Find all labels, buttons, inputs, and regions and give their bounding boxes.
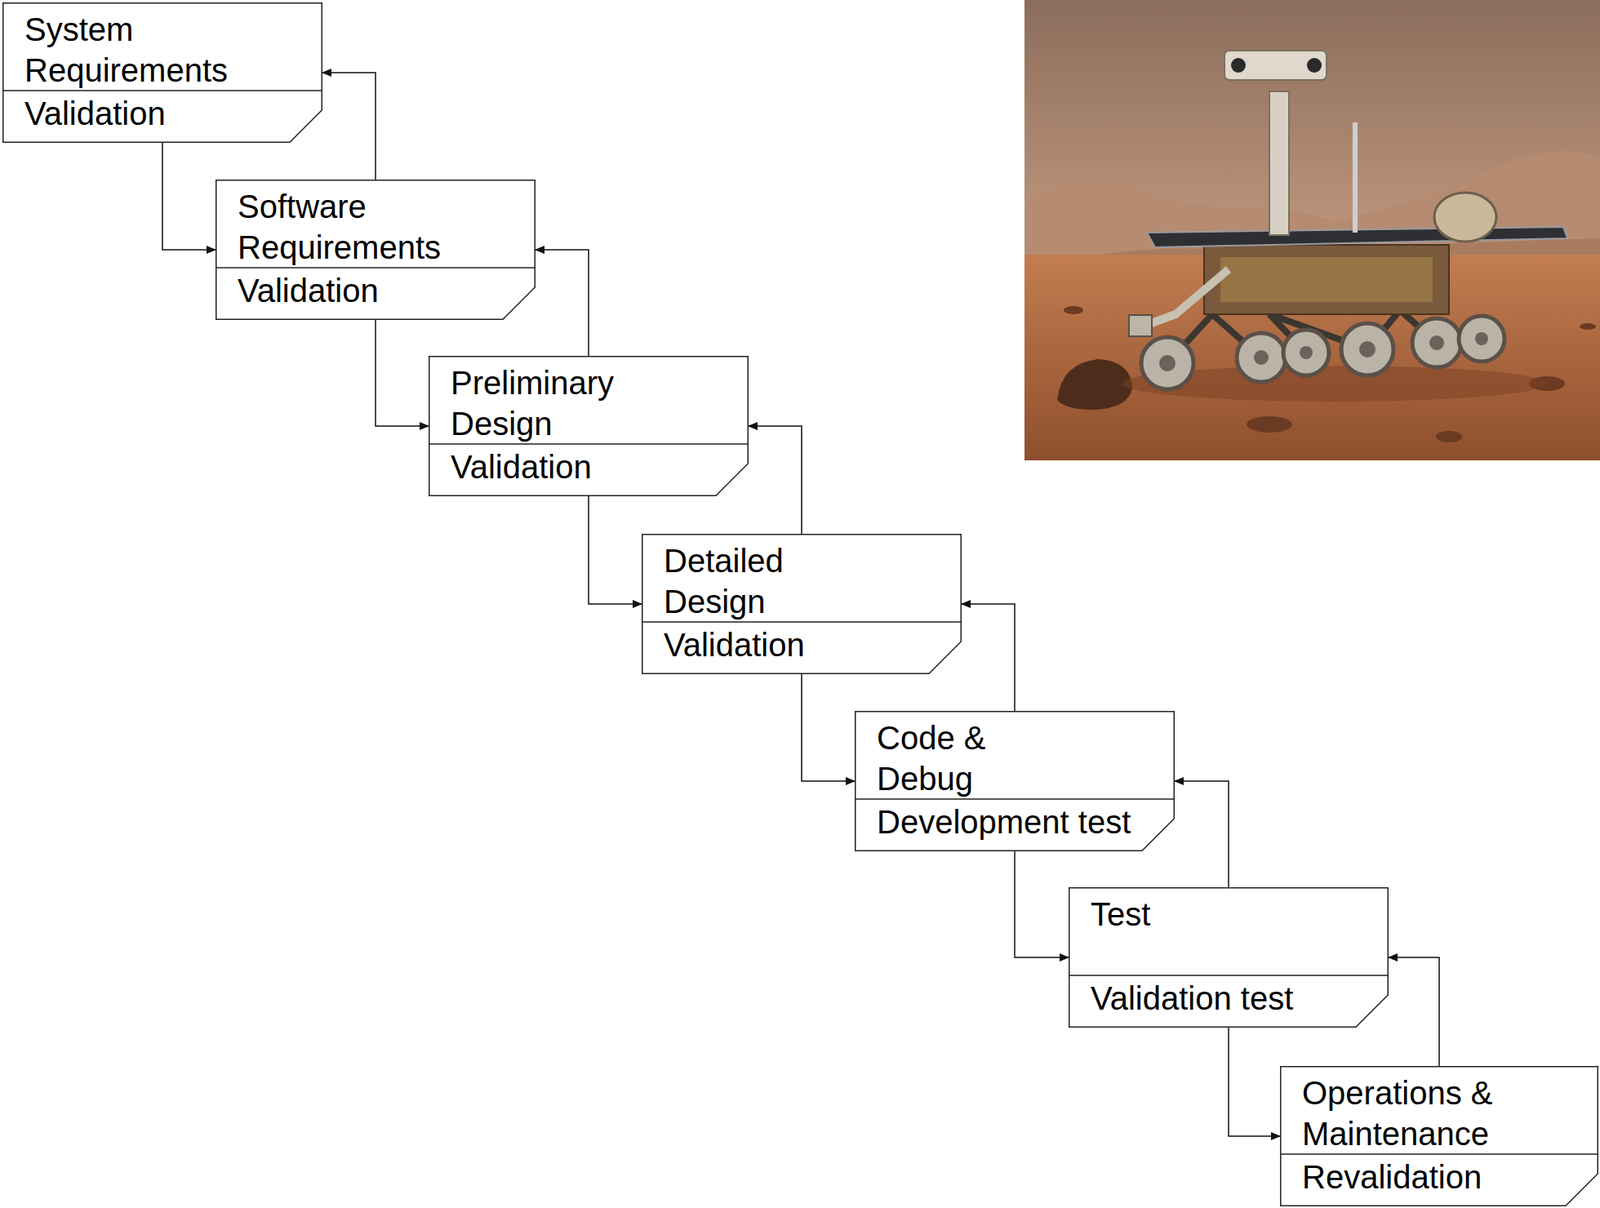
flow-arrow (162, 142, 216, 250)
flow-arrow (535, 249, 589, 356)
flow-arrow (375, 320, 429, 427)
box-divider (3, 89, 323, 92)
box-check-area: Validation (2, 90, 323, 143)
wheel (1283, 329, 1329, 376)
phase-check: Validation (663, 624, 805, 666)
box-border (216, 180, 536, 320)
box-divider (429, 443, 749, 445)
arm-tool (1128, 315, 1152, 337)
box-check-area: Revalidation (1280, 1154, 1599, 1207)
box-heading-area: Operations & Maintenance (1280, 1066, 1599, 1155)
process-box: Software RequirementsValidation (215, 179, 536, 320)
antenna (1352, 122, 1358, 233)
flow-arrow (322, 72, 376, 180)
box-heading-area: Detailed Design (641, 533, 962, 623)
wheel (1236, 333, 1286, 383)
box-divider (855, 798, 1175, 800)
rock (1246, 416, 1293, 433)
mars-sky (1024, 0, 1600, 270)
rock (1579, 323, 1596, 330)
camera-mast (1269, 91, 1289, 236)
flow-arrow (801, 674, 855, 782)
antenna-dish (1434, 192, 1497, 242)
box-check-area: Validation (428, 444, 749, 497)
camera-lens (1306, 57, 1322, 73)
phase-name: Code & Debug (876, 717, 1040, 800)
phase-check: Validation (24, 93, 166, 134)
box-border (1069, 888, 1389, 1028)
phase-check: Validation (450, 446, 592, 488)
box-divider (216, 266, 536, 269)
wheel-hub (1159, 355, 1176, 372)
box-heading-area: Code & Debug (854, 711, 1175, 800)
wheel (1458, 315, 1505, 362)
rover-body-detail (1220, 257, 1433, 303)
process-box: System RequirementsValidation (2, 2, 323, 143)
mars-ground (1024, 254, 1600, 461)
phase-name: Software Requirements (237, 186, 483, 268)
wheel-hub (1359, 341, 1376, 358)
box-divider (1280, 1153, 1599, 1156)
flow-arrow (748, 426, 802, 534)
rock (1063, 306, 1084, 315)
box-divider (642, 621, 962, 623)
phase-name: Operations & Maintenance (1302, 1072, 1547, 1155)
flow-arrow (1014, 851, 1069, 958)
wheel-hub (1475, 332, 1489, 346)
wheel (1412, 318, 1462, 368)
flow-arrow (1388, 957, 1440, 1067)
phase-check: Revalidation (1302, 1156, 1482, 1198)
phase-check: Development test (876, 801, 1131, 843)
wheel-hub (1253, 350, 1269, 365)
process-box: Operations & MaintenanceRevalidation (1280, 1066, 1599, 1207)
box-border (855, 711, 1175, 852)
camera-lens (1231, 57, 1246, 73)
big-rock (1057, 359, 1133, 410)
flow-arrow (961, 604, 1015, 712)
robot-arm (1146, 269, 1229, 325)
process-box: TestValidation test (1068, 887, 1389, 1028)
rover-illustration (1024, 0, 1600, 461)
process-box: Code & DebugDevelopment test (854, 711, 1175, 852)
phase-name: Detailed Design (663, 540, 876, 623)
wheel-hub (1299, 346, 1313, 360)
process-box: Detailed DesignValidation (641, 533, 962, 675)
wheel-hub (1429, 335, 1445, 351)
flow-arrow (1228, 1027, 1280, 1137)
phase-check: Validation (237, 270, 379, 312)
phase-name: Test (1090, 893, 1151, 935)
wheel (1141, 337, 1194, 390)
box-border (642, 534, 962, 675)
box-heading-area: Software Requirements (215, 179, 536, 268)
box-check-area: Validation (641, 622, 962, 675)
camera-head (1224, 50, 1327, 80)
flow-arrow (588, 496, 642, 605)
box-heading-area: System Requirements (2, 2, 323, 91)
box-heading-area: Preliminary Design (428, 355, 749, 445)
rover-body (1204, 244, 1449, 315)
box-check-area: Validation (215, 267, 536, 320)
box-border (1280, 1066, 1599, 1207)
wheel (1341, 323, 1394, 376)
box-check-area: Validation test (1068, 975, 1389, 1028)
phase-name: System Requirements (24, 8, 270, 91)
box-heading-area: Test (1068, 887, 1389, 976)
box-border (3, 3, 323, 143)
process-box: Preliminary DesignValidation (428, 355, 749, 497)
phase-check: Validation test (1090, 977, 1294, 1019)
box-divider (1069, 974, 1389, 977)
box-border (429, 356, 749, 497)
phase-name: Preliminary Design (450, 362, 696, 445)
rock (1435, 431, 1463, 443)
flow-arrow (1174, 781, 1229, 888)
box-check-area: Development test (854, 799, 1175, 852)
